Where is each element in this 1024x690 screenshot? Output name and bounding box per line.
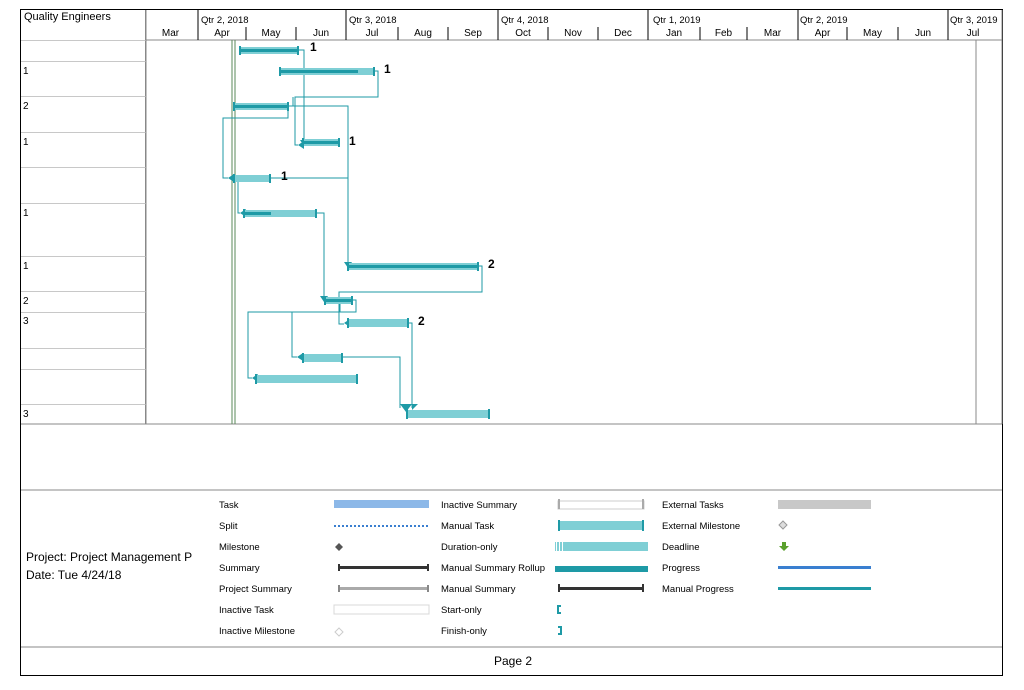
legend-label: Finish-only bbox=[441, 626, 487, 637]
legend-label: Progress bbox=[662, 563, 701, 574]
bar-label: 1 bbox=[384, 62, 391, 76]
legend-label: External Tasks bbox=[662, 500, 724, 511]
month-label: Apr bbox=[214, 28, 230, 39]
legend-label: External Milestone bbox=[662, 521, 741, 532]
legend-label: Start-only bbox=[441, 605, 482, 616]
row-divider bbox=[21, 132, 146, 133]
month-label: Sep bbox=[464, 28, 482, 39]
row-divider bbox=[21, 40, 146, 41]
month-label: Nov bbox=[564, 28, 582, 39]
quarter-label: Qtr 2, 2019 bbox=[800, 15, 848, 26]
row-divider bbox=[21, 404, 146, 405]
row-value: 2 bbox=[23, 101, 29, 112]
quarter-label: Qtr 3, 2018 bbox=[349, 15, 397, 26]
month-label: Oct bbox=[515, 28, 531, 39]
legend-label: Summary bbox=[219, 563, 260, 574]
month-label: May bbox=[261, 28, 281, 39]
project-date: Date: Tue 4/24/18 bbox=[26, 568, 122, 582]
month-label: May bbox=[863, 28, 882, 39]
month-label: Aug bbox=[414, 28, 432, 39]
row-divider bbox=[21, 61, 146, 62]
row-value: 1 bbox=[23, 137, 29, 148]
row-value: 1 bbox=[23, 66, 29, 77]
page-number: Page 2 bbox=[494, 654, 533, 668]
bar-label: 2 bbox=[418, 314, 425, 328]
legend-label: Manual Summary Rollup bbox=[441, 563, 546, 574]
legend-label: Milestone bbox=[219, 542, 260, 553]
legend-label: Task bbox=[219, 500, 239, 511]
row-value: 3 bbox=[23, 409, 29, 420]
bar-label: 1 bbox=[310, 40, 317, 54]
month-label: Apr bbox=[814, 28, 831, 39]
legend-label: Split bbox=[219, 521, 238, 532]
month-label: Jan bbox=[665, 28, 683, 39]
legend-label: Manual Summary bbox=[441, 584, 516, 595]
row-divider bbox=[21, 203, 146, 204]
legend-symbols bbox=[333, 499, 871, 637]
row-value: 1 bbox=[23, 208, 29, 219]
row-value: 1 bbox=[23, 261, 29, 272]
legend-label: Inactive Milestone bbox=[219, 626, 296, 637]
month-label: Feb bbox=[714, 28, 733, 39]
month-label: Jul bbox=[365, 28, 379, 39]
project-name: Project: Project Management P bbox=[26, 550, 193, 564]
legend-label: Deadline bbox=[662, 542, 700, 553]
month-label: Jul bbox=[966, 28, 980, 39]
month-label: Dec bbox=[614, 28, 632, 39]
quarter-label: Qtr 2, 2018 bbox=[201, 15, 249, 26]
month-label: Mar bbox=[763, 28, 782, 39]
row-divider bbox=[21, 167, 146, 168]
bar-label: 1 bbox=[281, 169, 288, 183]
legend-label: Inactive Summary bbox=[441, 500, 518, 511]
bar-label: 2 bbox=[488, 257, 495, 271]
legend-label: Manual Progress bbox=[662, 584, 734, 595]
row-divider bbox=[21, 348, 146, 349]
row-value: 2 bbox=[23, 296, 29, 307]
row-divider bbox=[21, 96, 146, 97]
row-value: 3 bbox=[23, 316, 29, 327]
row-divider bbox=[21, 256, 146, 257]
quarter-label: Qtr 1, 2019 bbox=[653, 15, 701, 26]
legend-label: Project Summary bbox=[219, 584, 292, 595]
legend-label: Manual Task bbox=[441, 521, 495, 532]
legend-label: Inactive Task bbox=[219, 605, 274, 616]
row-divider bbox=[21, 312, 146, 313]
legend-label: Duration-only bbox=[441, 542, 498, 553]
month-label: Jun bbox=[312, 28, 330, 39]
row-divider bbox=[21, 291, 146, 292]
quarter-label: Qtr 4, 2018 bbox=[501, 15, 549, 26]
row-divider bbox=[21, 369, 146, 370]
month-label: Jun bbox=[914, 28, 932, 39]
column-title: Quality Engineers bbox=[24, 11, 111, 23]
bar-label: 1 bbox=[349, 134, 356, 148]
quarter-label: Qtr 3, 2019 bbox=[950, 15, 998, 26]
month-label: Mar bbox=[161, 28, 180, 39]
